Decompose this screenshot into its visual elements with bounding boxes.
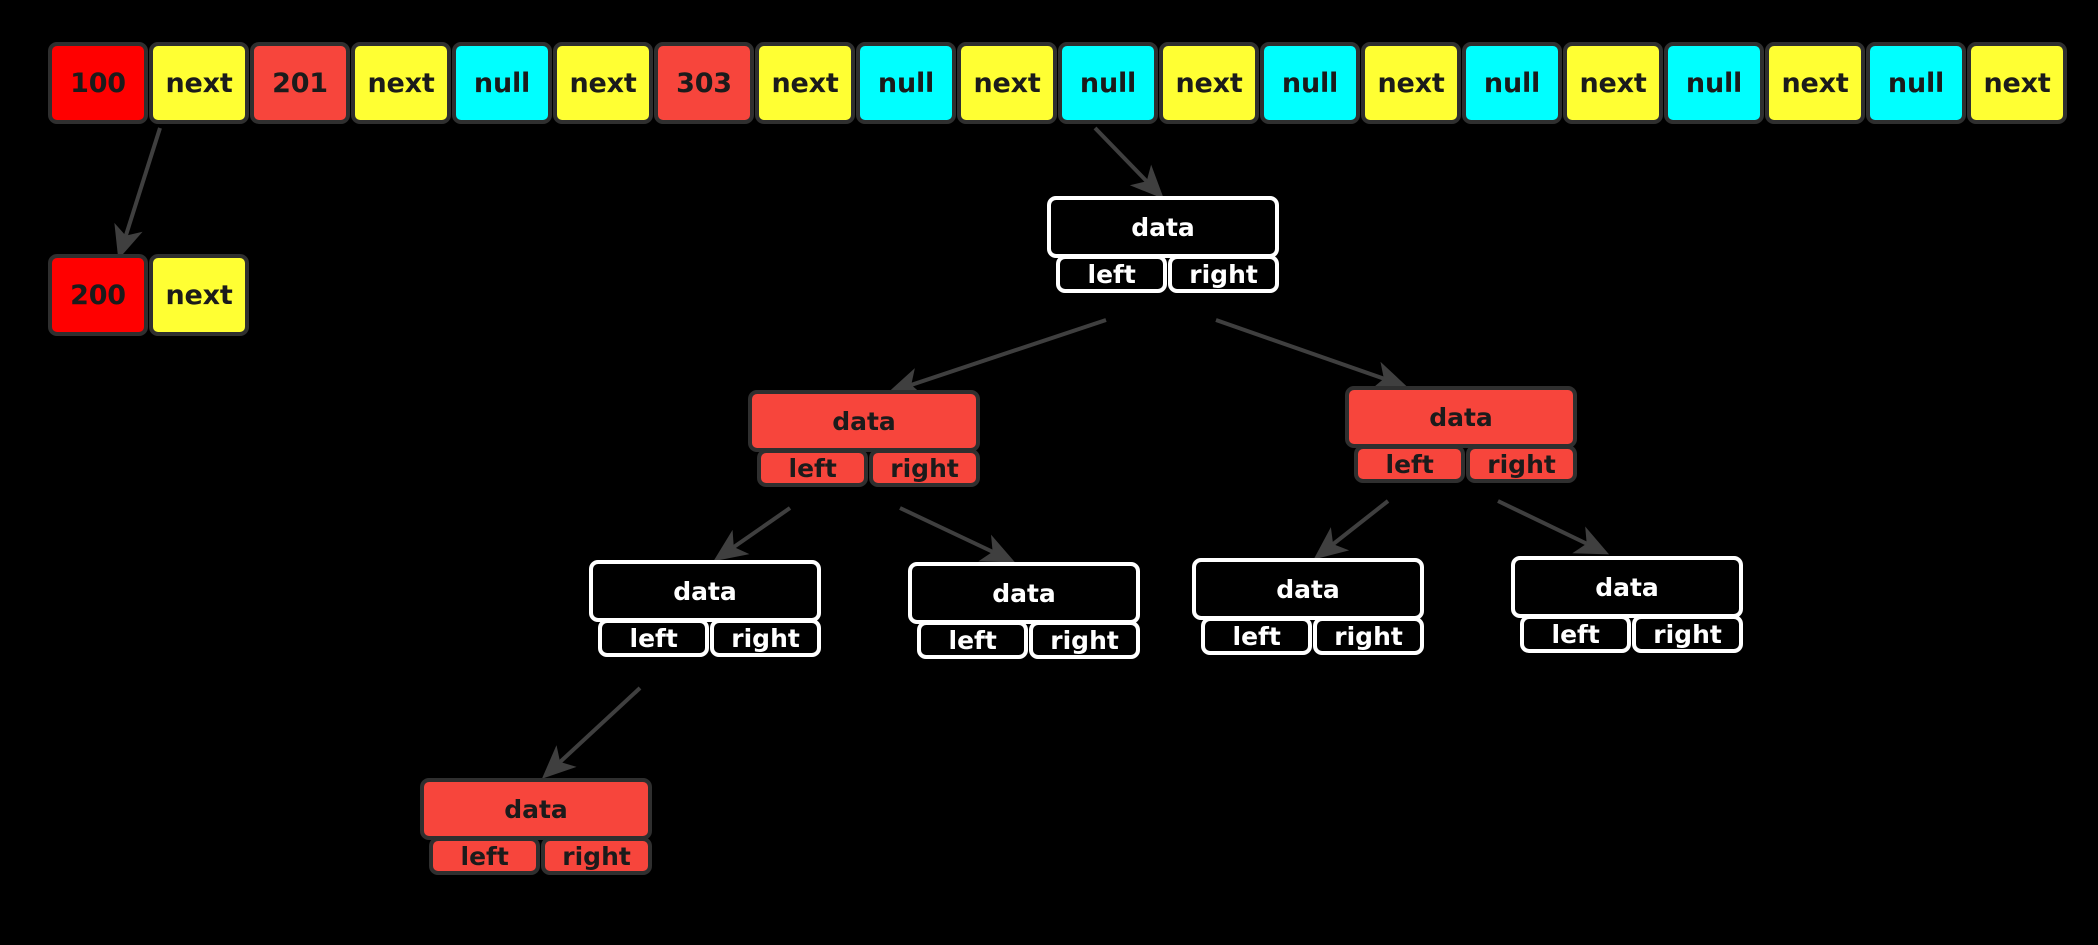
tree-node-level1-right[interactable]: data left right: [1345, 386, 1577, 483]
list-cell-16-null[interactable]: null: [1664, 42, 1764, 124]
tree-node-root[interactable]: data left right: [1047, 196, 1279, 293]
tree-node-level2-right-a[interactable]: data left right: [1192, 558, 1424, 655]
node-data-box: data: [1192, 558, 1424, 620]
node-left-box[interactable]: left: [1354, 445, 1466, 483]
tree-node-level3-left[interactable]: data left right: [420, 778, 652, 875]
list-cell-0-value[interactable]: 100: [48, 42, 148, 124]
list-cell-17-next[interactable]: next: [1765, 42, 1865, 124]
list-cell-18-null[interactable]: null: [1866, 42, 1966, 124]
list-cell-4-null[interactable]: null: [452, 42, 552, 124]
edge-r1-left: [1313, 499, 1390, 560]
node-child-row: left right: [1047, 255, 1279, 293]
list-cell-3-next[interactable]: next: [351, 42, 451, 124]
list-cell-10-null[interactable]: null: [1058, 42, 1158, 124]
node-child-row: left right: [1511, 615, 1743, 653]
node-child-row: left right: [908, 621, 1140, 659]
node-left-box[interactable]: left: [757, 449, 869, 487]
list-cell-6-value2[interactable]: 303: [654, 42, 754, 124]
list-cell-13-next[interactable]: next: [1361, 42, 1461, 124]
node-left-box[interactable]: left: [1056, 255, 1168, 293]
node-child-row: left right: [748, 449, 980, 487]
tree-node-level2-right-b[interactable]: data left right: [1511, 556, 1743, 653]
node-child-row: left right: [589, 619, 821, 657]
list2-cell-1-next[interactable]: next: [149, 254, 249, 336]
list-cell-1-next[interactable]: next: [149, 42, 249, 124]
node-child-row: left right: [1192, 617, 1424, 655]
node-right-box[interactable]: right: [1029, 621, 1140, 659]
node-child-row: left right: [420, 837, 652, 875]
node-right-box[interactable]: right: [1466, 445, 1577, 483]
node-left-box[interactable]: left: [598, 619, 710, 657]
node-right-box[interactable]: right: [710, 619, 821, 657]
node-data-box: data: [1047, 196, 1279, 258]
edge-root-right: [1215, 318, 1408, 390]
edge-l1-left: [713, 506, 792, 562]
tree-node-level2-left-a[interactable]: data left right: [589, 560, 821, 657]
node-left-box[interactable]: left: [1520, 615, 1632, 653]
node-data-box: data: [908, 562, 1140, 624]
node-right-box[interactable]: right: [1168, 255, 1279, 293]
node-left-box[interactable]: left: [429, 837, 541, 875]
node-child-row: left right: [1345, 445, 1577, 483]
node-data-box: data: [748, 390, 980, 452]
node-right-box[interactable]: right: [869, 449, 980, 487]
edge-list-to-tree-root: [1093, 126, 1164, 200]
list-cell-14-null[interactable]: null: [1462, 42, 1562, 124]
tree-node-level2-left-b[interactable]: data left right: [908, 562, 1140, 659]
edge-r1-right: [1497, 499, 1610, 555]
edge-list-head-to-200: [114, 127, 162, 260]
edge-root-left: [887, 318, 1107, 397]
list-cell-7-next[interactable]: next: [755, 42, 855, 124]
list-cell-8-null[interactable]: null: [856, 42, 956, 124]
node-data-box: data: [1511, 556, 1743, 618]
list-cell-11-next[interactable]: next: [1159, 42, 1259, 124]
node-right-box[interactable]: right: [541, 837, 652, 875]
tree-node-level1-left[interactable]: data left right: [748, 390, 980, 487]
node-right-box[interactable]: right: [1313, 617, 1424, 655]
list2-cell-0-value[interactable]: 200: [48, 254, 148, 336]
node-data-box: data: [1345, 386, 1577, 448]
list-cell-5-next[interactable]: next: [553, 42, 653, 124]
edge-l1-right: [899, 506, 1016, 563]
node-data-box: data: [589, 560, 821, 622]
list-cell-15-next[interactable]: next: [1563, 42, 1663, 124]
node-left-box[interactable]: left: [1201, 617, 1313, 655]
edge-l2a-left: [541, 686, 642, 779]
list-cell-9-next[interactable]: next: [957, 42, 1057, 124]
node-data-box: data: [420, 778, 652, 840]
list-cell-2-value2[interactable]: 201: [250, 42, 350, 124]
list-cell-19-next[interactable]: next: [1967, 42, 2067, 124]
node-right-box[interactable]: right: [1632, 615, 1743, 653]
node-left-box[interactable]: left: [917, 621, 1029, 659]
list-cell-12-null[interactable]: null: [1260, 42, 1360, 124]
